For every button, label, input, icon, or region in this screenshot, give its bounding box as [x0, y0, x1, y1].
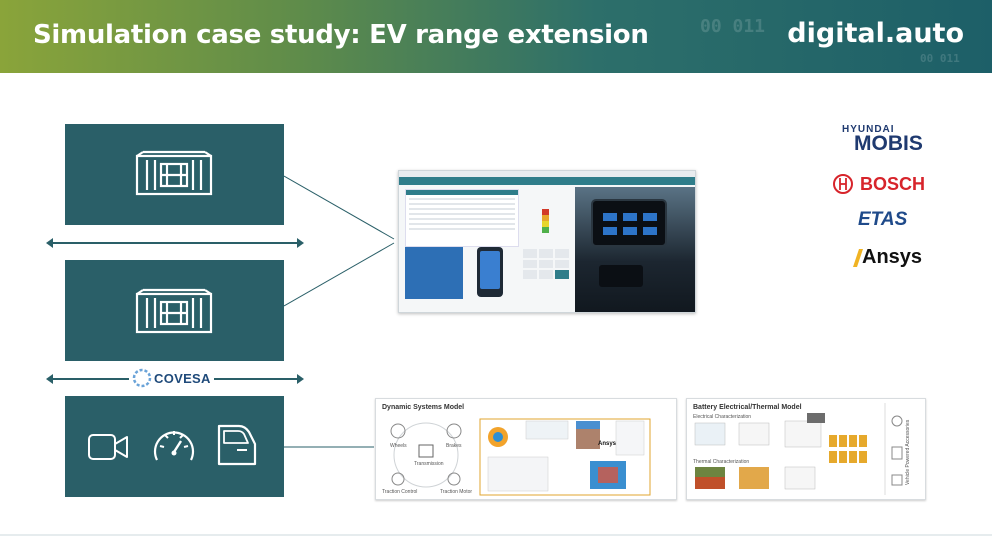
dsm-ansys-label: Ansys — [598, 441, 617, 447]
dsm-label-transmission: Transmission — [414, 461, 444, 467]
dynamic-systems-model-diagram: Dynamic Systems Model Wheels Brakes Tran… — [375, 398, 677, 500]
battery-model-diagram: Battery Electrical/Thermal Model Electri… — [686, 398, 926, 500]
car-door-icon — [217, 424, 257, 466]
speedometer-icon — [153, 431, 195, 461]
dsm-label-traction-motor: Traction Motor — [440, 489, 473, 495]
dsm-label-wheels: Wheels — [390, 443, 407, 449]
covesa-label: COVESA — [154, 370, 211, 386]
container-icon — [135, 288, 213, 334]
bosch-mark-icon — [833, 174, 853, 194]
dsm-graphic — [390, 418, 651, 496]
bosch-logo-text: BOSCH — [860, 174, 926, 194]
brand-logo: digital.auto — [787, 18, 964, 49]
electrical-characterization-label: Electrical Characterization — [693, 414, 752, 420]
container-tile-2 — [65, 260, 284, 361]
mobis-logo-text: MOBIS — [854, 132, 923, 155]
covesa-logo: COVESA — [129, 368, 214, 388]
hyundai-logo-text: HYUNDAI — [842, 124, 895, 135]
dsm-label-brakes: Brakes — [446, 443, 462, 449]
vehicle-powered-accessories-label: Vehicle Powered Accessories — [905, 419, 911, 485]
sensors-tile — [65, 396, 284, 497]
covesa-mark-icon — [132, 368, 152, 388]
bidirectional-arrow-1 — [46, 238, 304, 248]
header-background-code-2: 00 011 — [920, 52, 960, 65]
bottom-divider — [0, 534, 992, 536]
connector-lines — [284, 175, 395, 448]
page-title: Simulation case study: EV range extensio… — [33, 20, 649, 50]
dsm-title: Dynamic Systems Model — [382, 404, 465, 411]
video-camera-icon — [88, 434, 128, 460]
header-background-code: 00 011 — [700, 16, 766, 37]
container-icon — [135, 150, 213, 196]
ansys-logo-text: Ansys — [862, 246, 923, 268]
battery-model-title: Battery Electrical/Thermal Model — [693, 404, 802, 411]
container-tile-1 — [65, 124, 284, 225]
thermal-characterization-label: Thermal Characterization — [693, 459, 750, 465]
etas-logo-text: ETAS — [858, 209, 908, 230]
prototype-dashboard-screenshot — [398, 170, 696, 313]
battery-graphic — [694, 403, 903, 495]
dsm-label-traction-control: Traction Control — [382, 489, 418, 495]
ansys-mark-icon — [853, 249, 863, 267]
header-bar: 00 011 00 011 Simulation case study: EV … — [0, 0, 992, 73]
